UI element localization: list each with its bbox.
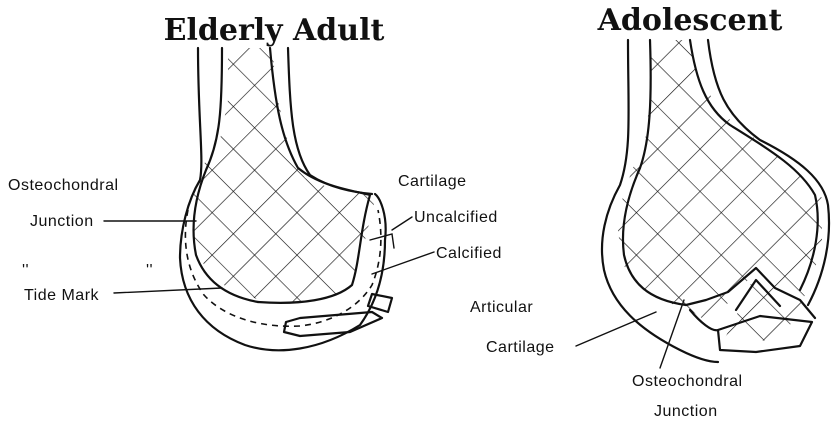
adolescent-label-cartilage: Cartilage [486,339,555,356]
elderly-label-calcified: Calcified [436,245,502,262]
elderly-calcified-leader [372,252,434,274]
adolescent-label-articular: Articular [470,299,533,316]
adolescent-label-osteochondral: Osteochondral [632,373,743,390]
elderly-label-quote-left: '' [22,262,29,279]
elderly-uncalcified-leader [392,217,412,230]
adolescent-cancellous-bone [600,40,830,350]
elderly-label-junction: Junction [30,213,94,230]
adolescent-label-junction: Junction [654,403,718,420]
adolescent-title: Adolescent [597,3,783,38]
elderly-label-tide-mark: Tide Mark [24,287,100,304]
elderly-label-uncalcified: Uncalcified [414,209,498,226]
elderly-label-osteochondral: Osteochondral [8,177,119,194]
elderly-calcified-notch [370,234,394,248]
elderly-label-quote-right: '' [146,262,153,279]
elderly-title: Elderly Adult [164,13,385,48]
elderly-cancellous-bone [180,48,390,318]
elderly-tide-mark-leader [114,288,222,293]
adolescent-junction-leader [660,300,684,368]
elderly-label-cartilage: Cartilage [398,173,467,190]
